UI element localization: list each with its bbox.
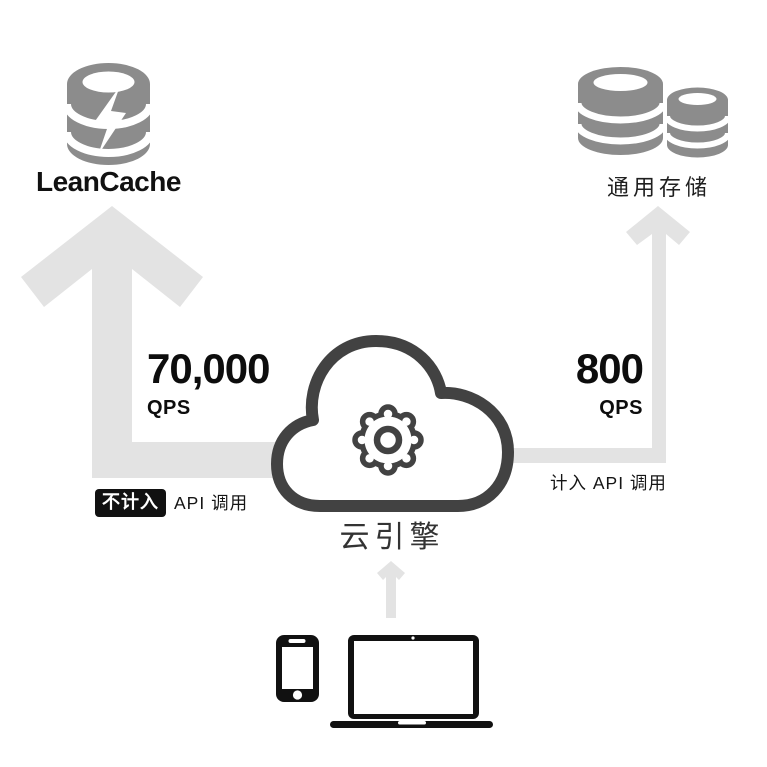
phone-screen [282, 647, 313, 689]
not-counted-badge: 不计入 [95, 489, 166, 517]
storage-api-note-text: 计入 API 调用 [550, 473, 667, 493]
cloud-engine-label: 云引擎 [339, 521, 445, 554]
arrow-to-leancache-shape [21, 206, 300, 478]
storage-qps-stat: 800 QPS [500, 345, 644, 420]
db-separator [63, 131, 154, 157]
laptop-base-notch [398, 721, 426, 725]
gear-icon [352, 404, 424, 476]
leancache-qps-unit: QPS [147, 397, 191, 419]
arrow-devices-to-cloud-shape [377, 561, 405, 618]
laptop-camera [411, 636, 415, 640]
storage-qps-value: 800 [575, 345, 644, 392]
db-top-opening [82, 71, 135, 93]
general-storage-icon [574, 67, 731, 158]
general-storage-label: 通用存储 [606, 175, 711, 200]
leancache-label: LeanCache [36, 166, 181, 197]
lightning-bolt-icon [93, 86, 126, 155]
db-separator [574, 123, 667, 145]
smartphone-icon [276, 635, 319, 702]
db-separator [574, 102, 667, 124]
phone-home-button [292, 690, 303, 700]
arrow-devices-to-cloud-icon [377, 561, 405, 618]
storage-qps-unit: QPS [599, 397, 643, 419]
leancache-qps-stat: 70,000 QPS [147, 345, 270, 420]
leancache-database-icon [63, 63, 154, 165]
leancache-api-note: 不计入 API 调用 [95, 489, 248, 517]
arrow-to-storage-shape [505, 206, 690, 463]
db-separator [664, 115, 731, 132]
cloud-engine-icon [271, 335, 514, 512]
db-top-opening [678, 93, 717, 105]
laptop-screen [354, 641, 473, 714]
arrow-to-storage-icon [505, 206, 690, 463]
db-cylinder-large [578, 67, 663, 155]
leancache-qps-value: 70,000 [147, 345, 270, 392]
phone-speaker [288, 639, 306, 643]
db-cylinder-small [667, 87, 728, 158]
leancache-api-note-text: API 调用 [174, 493, 249, 514]
db-top-opening [593, 74, 648, 91]
arrow-to-leancache-icon [21, 206, 300, 478]
db-separator [664, 132, 731, 149]
gear-hub [373, 425, 403, 455]
laptop-icon [330, 635, 493, 728]
